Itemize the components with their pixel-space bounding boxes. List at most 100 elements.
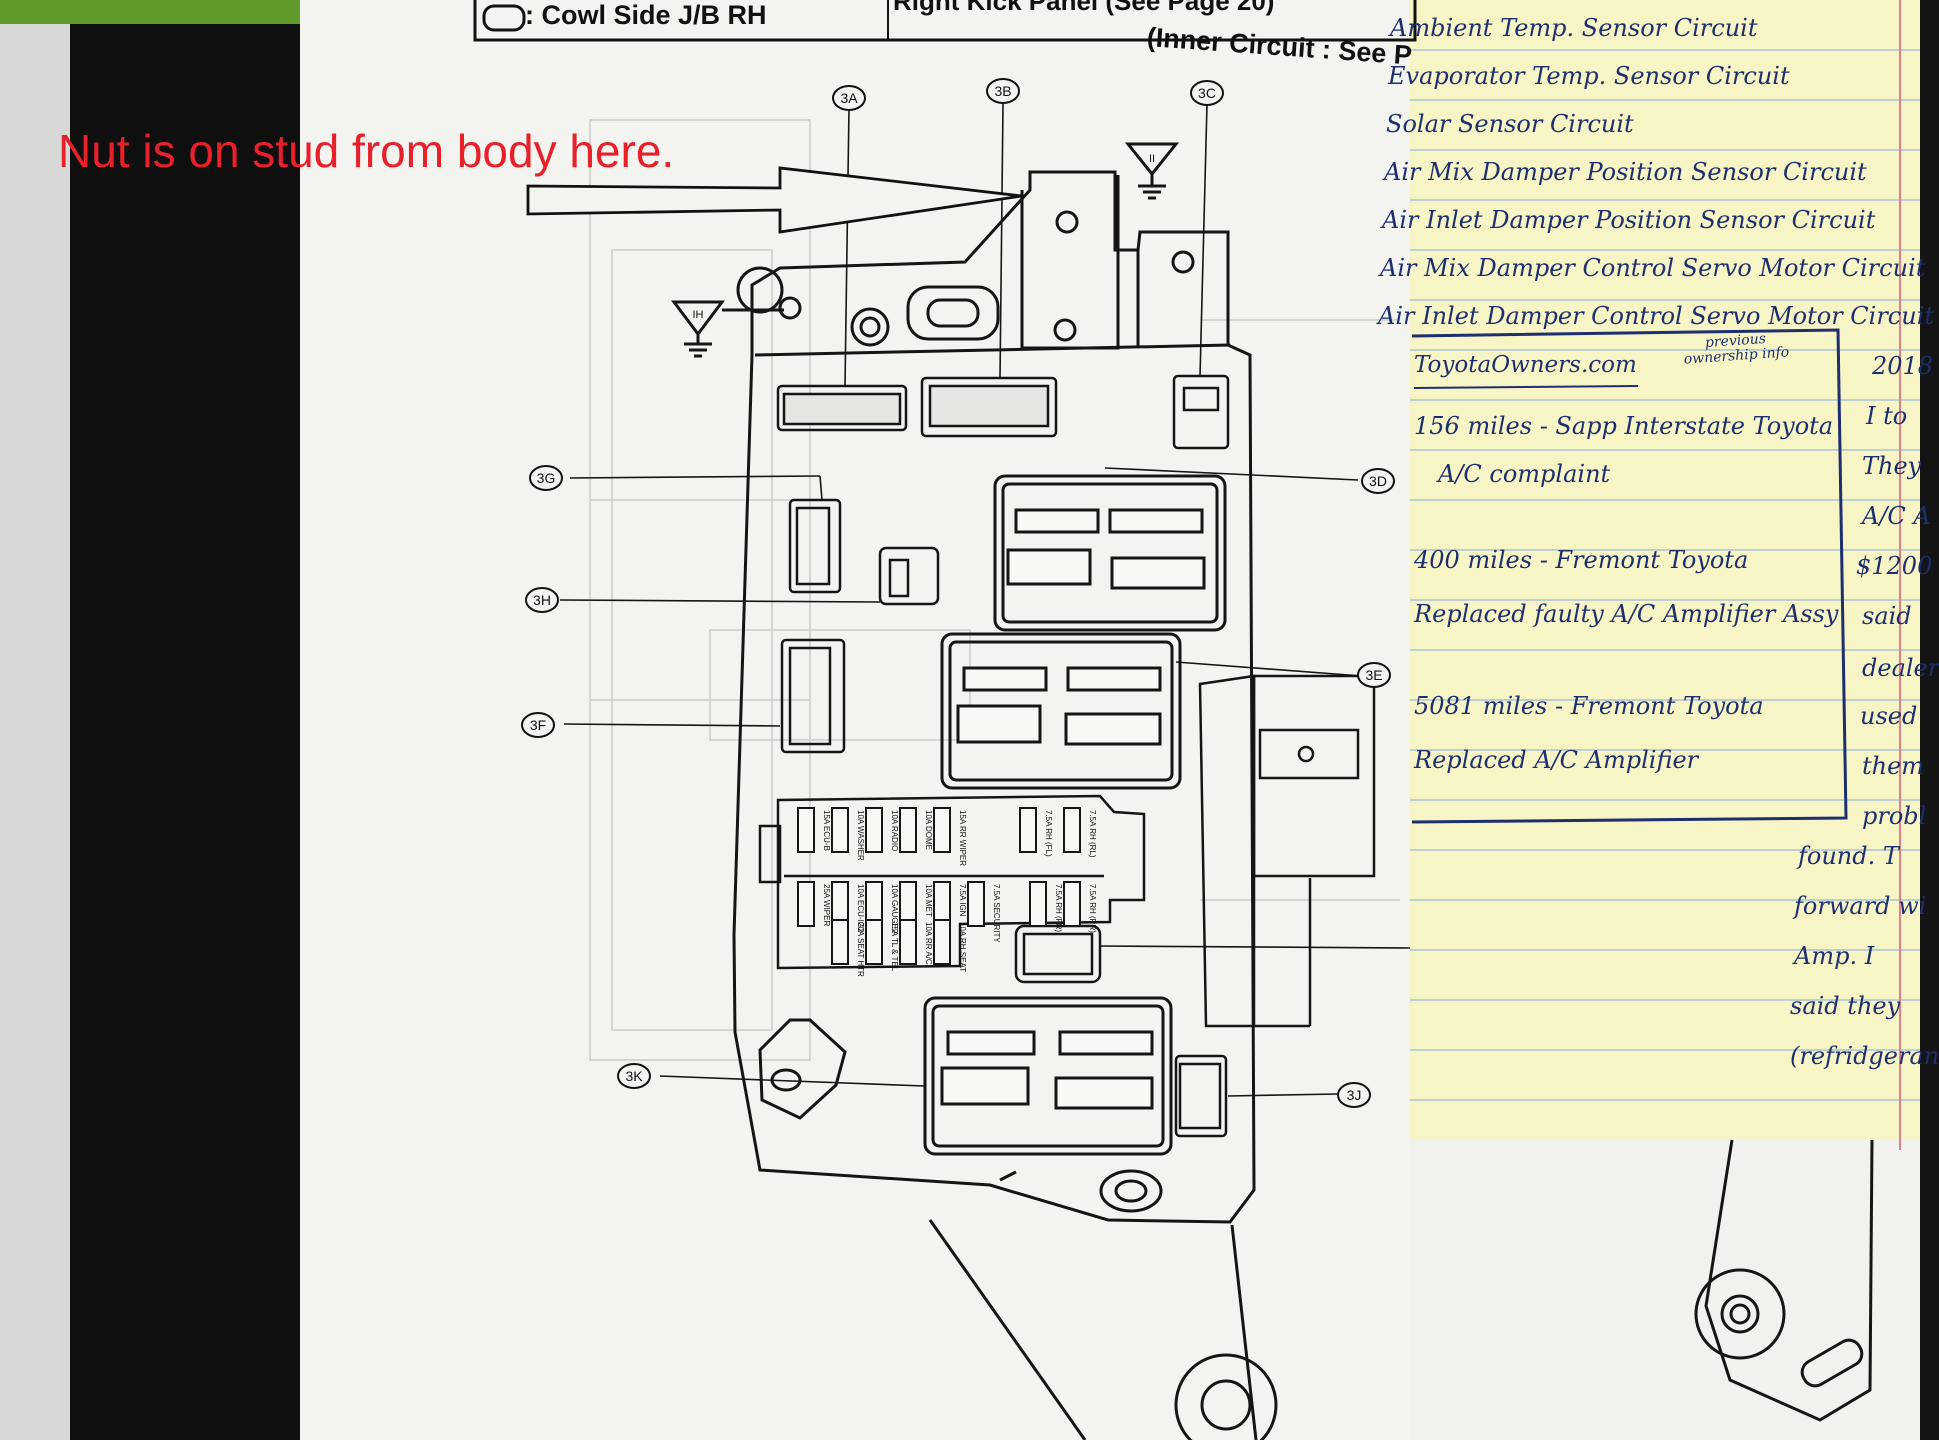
leader-lines [559,103,1411,1097]
notes-top-line: Air Mix Damper Control Servo Motor Circu… [1380,254,1926,282]
fuse-label: 10A RADIO [890,810,899,851]
notes-box-entry: 400 miles - Fremont Toyota [1414,546,1749,574]
fuse-row2-7 [1063,881,1081,927]
fuse-row2-5 [967,881,985,927]
svg-text:3E: 3E [1365,667,1382,683]
fuse-row2-6 [1029,881,1047,927]
fuse-row3-1 [865,919,883,965]
connector-label-3c: 3C [1190,80,1224,106]
notes-right-line: said they [1790,992,1901,1020]
fuse-row1-6 [1063,807,1081,853]
notes-right-line: Amp. I [1794,942,1875,970]
svg-text:3D: 3D [1369,473,1387,489]
notes-right-line: $1200 [1856,552,1933,580]
ground-symbols [671,142,1180,358]
connector-label-3b: 3B [986,78,1020,104]
notes-right-line: found. T [1798,842,1899,870]
connector-label-3f: 3F [521,712,555,738]
connector-label-3k: 3K [617,1063,651,1089]
notes-right-line: 2018 [1872,352,1934,380]
mount-holes [736,210,1195,347]
header-jb-label: : Cowl Side J/B RH [525,0,767,30]
notebook-rules [1410,49,1920,1101]
fuse-row3-0 [831,919,849,965]
fuse-row1-0 [797,807,815,853]
connector-label-3g: 3G [529,465,563,491]
fuse-label: 10A WASHER [856,810,865,861]
svg-text:3G: 3G [537,470,556,486]
fuse-label: 7.5A RH (RR) [1088,884,1097,933]
notes-right-line: They [1862,452,1922,480]
side-connectors [780,498,1228,1138]
notes-right-line: A/C A [1862,502,1931,530]
header-bar [473,0,1417,42]
fuse-label: 10A RR A/C [924,922,933,965]
svg-text:3A: 3A [840,90,858,106]
fuse-row1-2 [865,807,883,853]
connector-label-group: 3A 3B 3C 3D 3E 3F 3G 3H 3J 3K [521,78,1395,1108]
ground-label-ih: IH [693,309,704,321]
svg-text:3H: 3H [533,592,551,608]
notes-top-line: Evaporator Temp. Sensor Circuit [1388,62,1790,90]
fuse-row3-3 [933,919,951,965]
fuse-label: 15A TL & TEL [890,922,899,972]
notes-right-line: probl [1862,802,1927,830]
annotation-arrow [526,166,1023,234]
fuse-label: 7.5A SECURITY [992,884,1001,943]
manual-page [300,0,1420,1440]
notebook-page [1410,0,1920,1150]
notes-top-line: Air Inlet Damper Position Sensor Circuit [1382,206,1876,234]
fuse-label: 10A ECU-IG2 [856,884,865,933]
notes-top-line: Ambient Temp. Sensor Circuit [1390,14,1758,42]
junction-block-outline [732,170,1256,1224]
fuse-row1-4 [933,807,951,853]
notes-box-entry: 156 miles - Sapp Interstate Toyota [1414,412,1834,440]
fuse-label: 20A SEAT HTR [856,922,865,977]
fuse-label: 10A DOME [924,810,933,850]
lower-bracket [758,1018,1258,1440]
fuse-label: 15A RR WIPER [958,810,967,866]
svg-text:3K: 3K [625,1068,643,1084]
header-symbol [482,4,526,32]
lower-page [1410,1140,1920,1440]
notes-box [1411,328,1848,824]
svg-text:3J: 3J [1347,1087,1362,1103]
notes-right-line: dealer [1862,654,1939,682]
fuse-label: 10A MET [924,884,933,917]
connector-label-3e: 3E [1357,662,1391,688]
notes-top-line: Solar Sensor Circuit [1386,110,1634,138]
notes-box-header: ToyotaOwners.com [1414,352,1637,378]
fuse-label: 7.5A IGN [958,884,967,917]
green-strip [0,0,350,24]
notes-box-entry: Replaced A/C Amplifier [1414,746,1699,774]
fuse-row1-5 [1019,807,1037,853]
notes-right-line: forward wi [1794,892,1927,920]
notes-underline [1413,385,1639,389]
fuse-cells: 15A ECU-B 10A WASHER 10A RADIO 10A DOME 15A … [797,807,1097,977]
svg-text:3F: 3F [530,717,546,733]
fuse-label: 15A ECU-B [822,810,831,851]
ground-label-ii: II [1149,153,1155,165]
relay-connector-blocks [923,474,1227,1156]
notes-right-line: them [1862,752,1925,780]
svg-text:3C: 3C [1198,85,1216,101]
notes-right-line: said [1862,602,1912,630]
notes-box-entry: Replaced faulty A/C Amplifier Assy [1414,600,1839,628]
notes-top-line: Air Inlet Damper Control Servo Motor Cir… [1378,302,1935,330]
notes-right-line: I to [1866,402,1908,430]
connector-label-3a: 3A [832,85,866,111]
notes-box-entry: 5081 miles - Fremont Toyota [1414,692,1764,720]
fuse-row3-2 [899,919,917,965]
fuse-row1-3 [899,807,917,853]
fuse-row1-1 [831,807,849,853]
annotation-text: Nut is on stud from body here. [58,125,675,177]
connector-label-3d: 3D [1361,468,1395,494]
fuse-label: 10A RH SEAT [958,922,967,972]
fuse-label: 25A WIPER [822,884,831,926]
fuse-label: 7.5A RH (FL) [1044,810,1053,857]
faint-background-drawing [589,119,1400,1061]
header-location: Right Kick Panel (See Page 20) [893,0,1275,16]
notes-right-line: used [1860,702,1918,730]
connector-label-3h: 3H [525,587,559,613]
